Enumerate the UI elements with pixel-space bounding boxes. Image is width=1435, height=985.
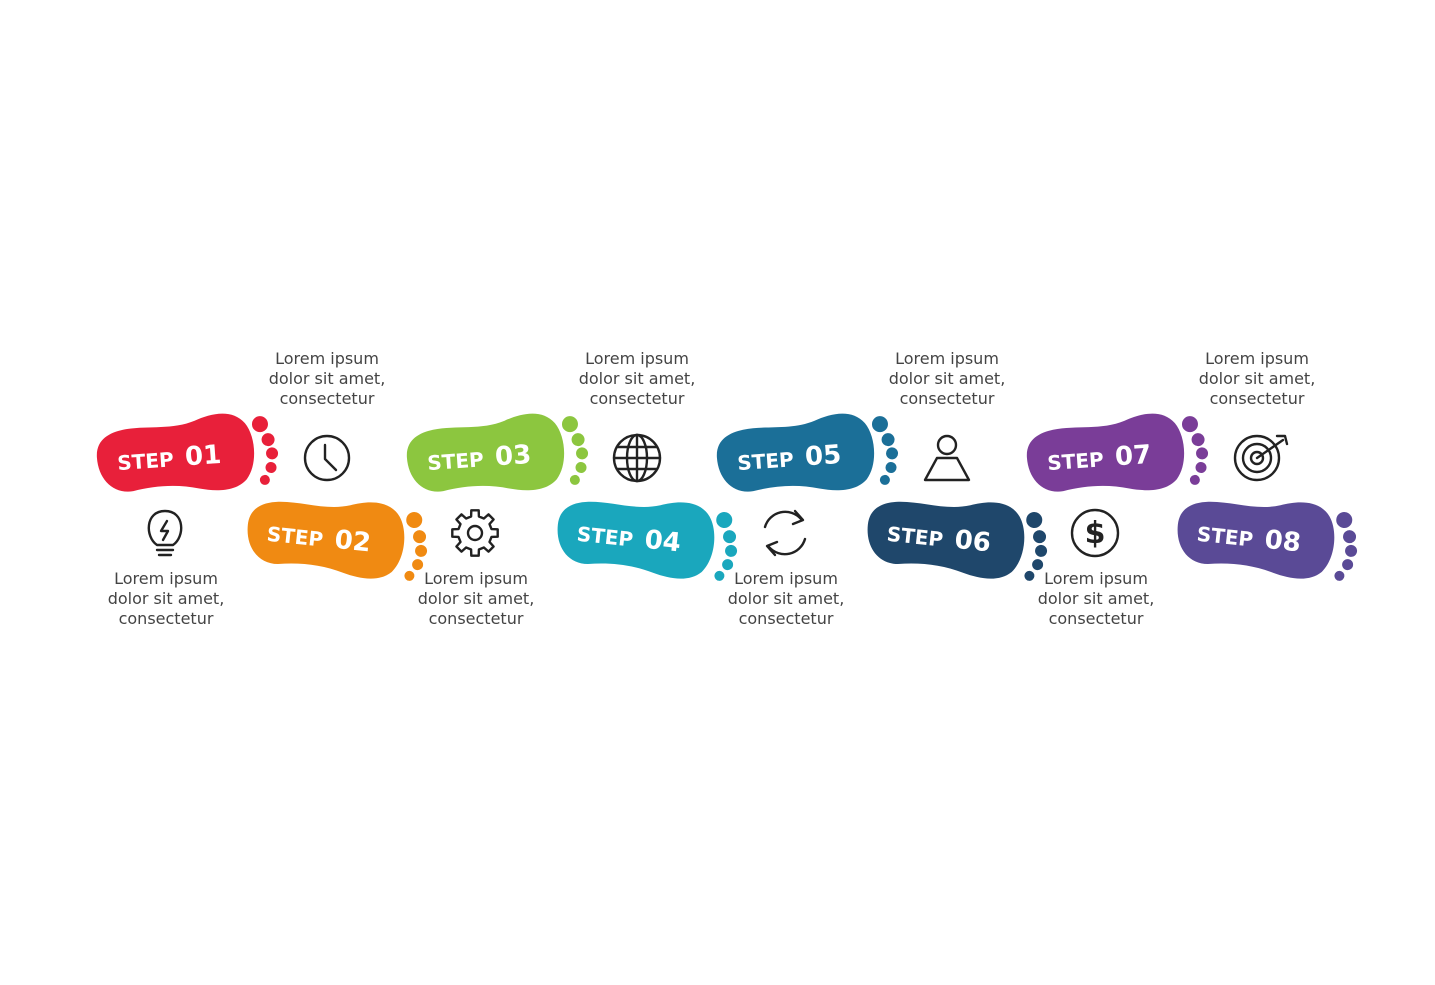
- step-07-footprint: STEP 07: [1024, 411, 1209, 499]
- foot-toe-5: [569, 474, 580, 485]
- step-label: STEP: [576, 522, 635, 552]
- foot-toe-4: [1195, 461, 1207, 473]
- foot-toe-4: [575, 461, 587, 473]
- foot-toe-2: [723, 530, 737, 544]
- step-number: 04: [643, 525, 682, 559]
- foot-toe-1: [1026, 512, 1043, 529]
- step-number: 03: [494, 440, 532, 472]
- step-label: STEP: [1196, 522, 1255, 552]
- foot-toe-4: [412, 559, 424, 571]
- target-icon: [1233, 434, 1289, 482]
- foot-toe-1: [1181, 416, 1198, 433]
- step-04-footprint: STEP 04: [553, 489, 738, 582]
- foot-toe-1: [406, 512, 423, 529]
- step-label: STEP: [117, 447, 175, 475]
- step-label: STEP: [737, 447, 795, 475]
- lightbulb-icon: [147, 509, 183, 557]
- foot-toe-2: [1033, 530, 1047, 544]
- foot-toe-2: [1343, 530, 1357, 544]
- foot-toe-4: [1032, 559, 1044, 571]
- step-number: 06: [953, 525, 992, 559]
- foot-toe-4: [1342, 559, 1354, 571]
- foot-toe-1: [251, 416, 268, 433]
- foot-toe-5: [1024, 570, 1035, 581]
- step-number: 05: [804, 440, 842, 472]
- step-label: STEP: [266, 522, 325, 552]
- step-label: STEP: [1047, 447, 1105, 475]
- foot-toe-2: [261, 433, 275, 447]
- foot-toe-1: [1336, 512, 1353, 529]
- foot-toe-3: [266, 447, 279, 460]
- foot-toe-2: [413, 530, 427, 544]
- foot-toe-3: [725, 544, 738, 557]
- foot-toe-4: [722, 559, 734, 571]
- step-03-footprint: STEP 03: [404, 411, 589, 499]
- step-08-footprint: STEP 08: [1173, 489, 1358, 582]
- step-number: 01: [184, 440, 222, 472]
- foot-toe-4: [265, 461, 277, 473]
- globe-icon: [612, 433, 662, 483]
- foot-toe-3: [1035, 544, 1048, 557]
- step-number: 02: [333, 525, 372, 559]
- clock-icon: [303, 434, 351, 482]
- gear-icon: [451, 509, 499, 557]
- foot-toe-1: [561, 416, 578, 433]
- refresh-icon: [763, 509, 807, 557]
- step-02-footprint: STEP 02: [243, 489, 428, 582]
- foot-toe-2: [881, 433, 895, 447]
- step-label: STEP: [886, 522, 945, 552]
- step-05-footprint: STEP 05: [714, 411, 899, 499]
- foot-toe-4: [885, 461, 897, 473]
- svg-text:$: $: [1085, 516, 1106, 551]
- foot-toe-3: [576, 447, 589, 460]
- step-label: STEP: [427, 447, 485, 475]
- foot-toe-2: [571, 433, 585, 447]
- step-06-footprint: STEP 06: [863, 489, 1048, 582]
- foot-toe-5: [714, 570, 725, 581]
- foot-toe-1: [716, 512, 733, 529]
- foot-toe-5: [1189, 474, 1200, 485]
- foot-toe-3: [886, 447, 899, 460]
- foot-toe-5: [404, 570, 415, 581]
- foot-toe-3: [1345, 544, 1358, 557]
- step-number: 08: [1263, 525, 1302, 559]
- foot-toe-5: [1334, 570, 1345, 581]
- dollar-icon: $: [1070, 508, 1120, 558]
- foot-toe-3: [415, 544, 428, 557]
- foot-toe-5: [879, 474, 890, 485]
- step-number: 07: [1114, 440, 1152, 472]
- foot-toe-2: [1191, 433, 1205, 447]
- foot-toe-3: [1196, 447, 1209, 460]
- step-01-footprint: STEP 01: [94, 411, 279, 499]
- user-icon: [923, 434, 971, 482]
- foot-toe-5: [259, 474, 270, 485]
- foot-toe-1: [871, 416, 888, 433]
